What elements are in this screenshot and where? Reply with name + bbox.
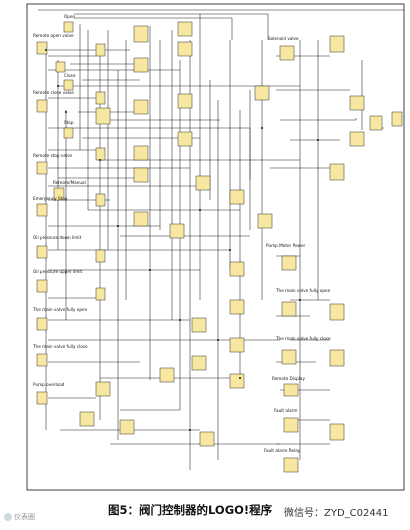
- output-label-main-open: The main valve fully open: [275, 288, 331, 293]
- input-blocks: Remote open valve Remote close valve Rem…: [32, 33, 88, 405]
- input-block-oil-upper: Oil pressure upper limit: [33, 269, 83, 293]
- input-block-remote-open: Remote open valve: [33, 33, 74, 55]
- junction-dots: [45, 49, 319, 431]
- figure-caption: 图5：阀门控制器的LOGO!程序: [108, 503, 273, 517]
- input-block-main-open: The main valve fully open: [32, 307, 88, 331]
- output-block-main-close: The main valve fully close: [275, 336, 331, 365]
- output-label-fault-alarm: Fault alarm: [274, 408, 297, 413]
- marker-blocks: Open Close Stop: [55, 14, 106, 301]
- input-label-remote-close: Remote close valve: [33, 90, 74, 95]
- output-block-pump-power: Pump Motor Power: [266, 243, 306, 271]
- input-label-remote-manual: Remote/Manual: [53, 180, 86, 185]
- output-blocks: Solenoid valve Pump Motor Power The main…: [264, 35, 403, 473]
- input-label-main-open: The main valve fully open: [32, 307, 88, 312]
- source-watermark: 仪表圈: [4, 512, 35, 522]
- watermark-icon: [4, 513, 12, 521]
- output-label-main-close: The main valve fully close: [275, 336, 331, 341]
- watermark-text: 仪表圈: [14, 513, 35, 521]
- function-blocks: [79, 21, 273, 447]
- input-label-oil-down: Oil pressure down limit: [33, 235, 82, 240]
- input-label-main-close: The main valve fully close: [32, 344, 88, 349]
- inner-label-open: Open: [64, 14, 76, 19]
- timer-blocks: [329, 35, 403, 441]
- input-label-remote-open: Remote open valve: [33, 33, 74, 38]
- output-label-pump-power: Pump Motor Power: [266, 243, 306, 248]
- output-block-fault-alarm: Fault alarm: [274, 408, 299, 433]
- inner-label-stop: Stop: [64, 120, 74, 125]
- input-label-emergency-stop: Emergency Stop: [33, 196, 68, 201]
- output-block-solenoid: Solenoid valve: [268, 36, 299, 61]
- output-block-remote-display: Remote Display: [272, 376, 305, 397]
- inner-label-close: Close: [64, 73, 76, 78]
- diagram-frame: [26, 3, 405, 491]
- input-block-main-close: The main valve fully close: [32, 344, 88, 367]
- output-label-remote-display: Remote Display: [272, 376, 305, 381]
- figure-caption-bar: 仪表圈 图5：阀门控制器的LOGO!程序 微信号：ZYD_C02441: [0, 496, 410, 530]
- input-block-remote-stop: Remote stop valve: [33, 153, 73, 175]
- logo-program-diagram: Remote open valve Remote close valve Rem…: [26, 3, 405, 491]
- input-label-pump-overload: Pump overload: [33, 382, 65, 387]
- input-block-emergency-stop: Emergency Stop: [33, 196, 68, 217]
- output-label-solenoid: Solenoid valve: [268, 36, 299, 41]
- input-label-remote-stop: Remote stop valve: [33, 153, 73, 158]
- input-block-pump-overload: Pump overload: [33, 382, 65, 405]
- output-block-main-open: The main valve fully open: [275, 288, 331, 317]
- input-block-remote-close: Remote close valve: [33, 90, 74, 113]
- output-block-fault-relay: Fault alarm Relay: [264, 448, 301, 473]
- input-block-remote-manual: Remote/Manual: [53, 180, 86, 201]
- output-label-fault-relay: Fault alarm Relay: [264, 448, 301, 453]
- input-label-oil-upper: Oil pressure upper limit: [33, 269, 83, 274]
- wechat-id: 微信号：ZYD_C02441: [284, 508, 389, 519]
- input-block-oil-down: Oil pressure down limit: [33, 235, 82, 259]
